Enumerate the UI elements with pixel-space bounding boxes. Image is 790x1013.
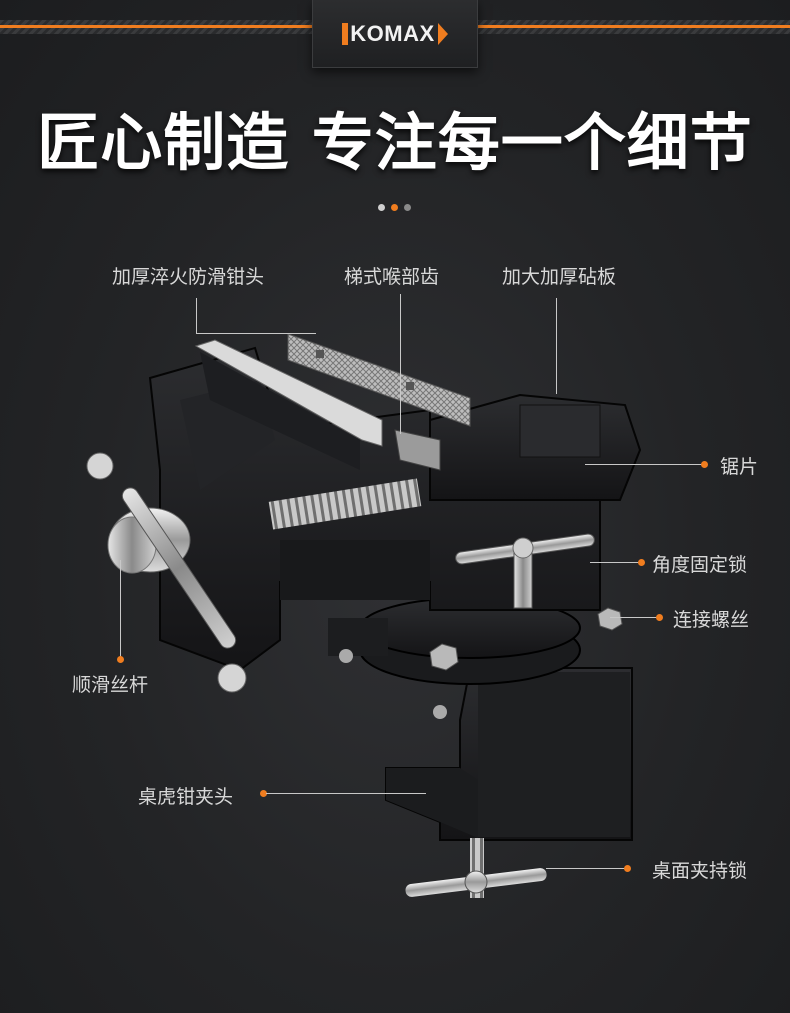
callout-label-anvil: 加大加厚砧板 [502, 266, 617, 288]
callout-label-trapezoid-teeth: 梯式喉部齿 [344, 266, 440, 288]
pagination-dot[interactable] [378, 204, 385, 211]
callout-dot [656, 614, 663, 621]
callout-line [610, 617, 658, 618]
logo-bar-mark [342, 22, 349, 45]
callout-line [266, 793, 426, 794]
callout-line [120, 560, 121, 660]
pagination-dot-active[interactable] [391, 204, 398, 211]
callout-label-angle-lock: 角度固定锁 [652, 554, 748, 576]
callout-line [400, 294, 401, 434]
callout-label-table-clamp-head: 桌虎钳夹头 [138, 786, 234, 808]
callout-label-smooth-screw-rod: 顺滑丝杆 [72, 674, 149, 696]
callout-dot [638, 559, 645, 566]
callout-dot [260, 790, 267, 797]
logo-triangle-mark [437, 22, 448, 45]
callout-line [585, 464, 705, 465]
callout-dot [701, 461, 708, 468]
page-headline: 匠心制造 专注每一个细节 [37, 106, 753, 179]
callout-label-saw-blade: 锯片 [720, 456, 759, 478]
callout-line [546, 868, 626, 869]
pagination-dots [378, 204, 411, 211]
callout-line [556, 298, 557, 394]
pagination-dot[interactable] [404, 204, 411, 211]
callout-line [196, 333, 316, 334]
brand-logo: KOMAX [312, 0, 478, 68]
callout-dot [117, 656, 124, 663]
callout-dot [624, 865, 631, 872]
callout-line [196, 298, 197, 334]
callout-line [590, 562, 640, 563]
logo-text: KOMAX [350, 20, 435, 46]
callout-label-table-clamp-lock: 桌面夹持锁 [652, 860, 748, 882]
callout-label-thick-jaw: 加厚淬火防滑钳头 [112, 266, 265, 288]
callout-label-connect-screw: 连接螺丝 [673, 609, 750, 631]
